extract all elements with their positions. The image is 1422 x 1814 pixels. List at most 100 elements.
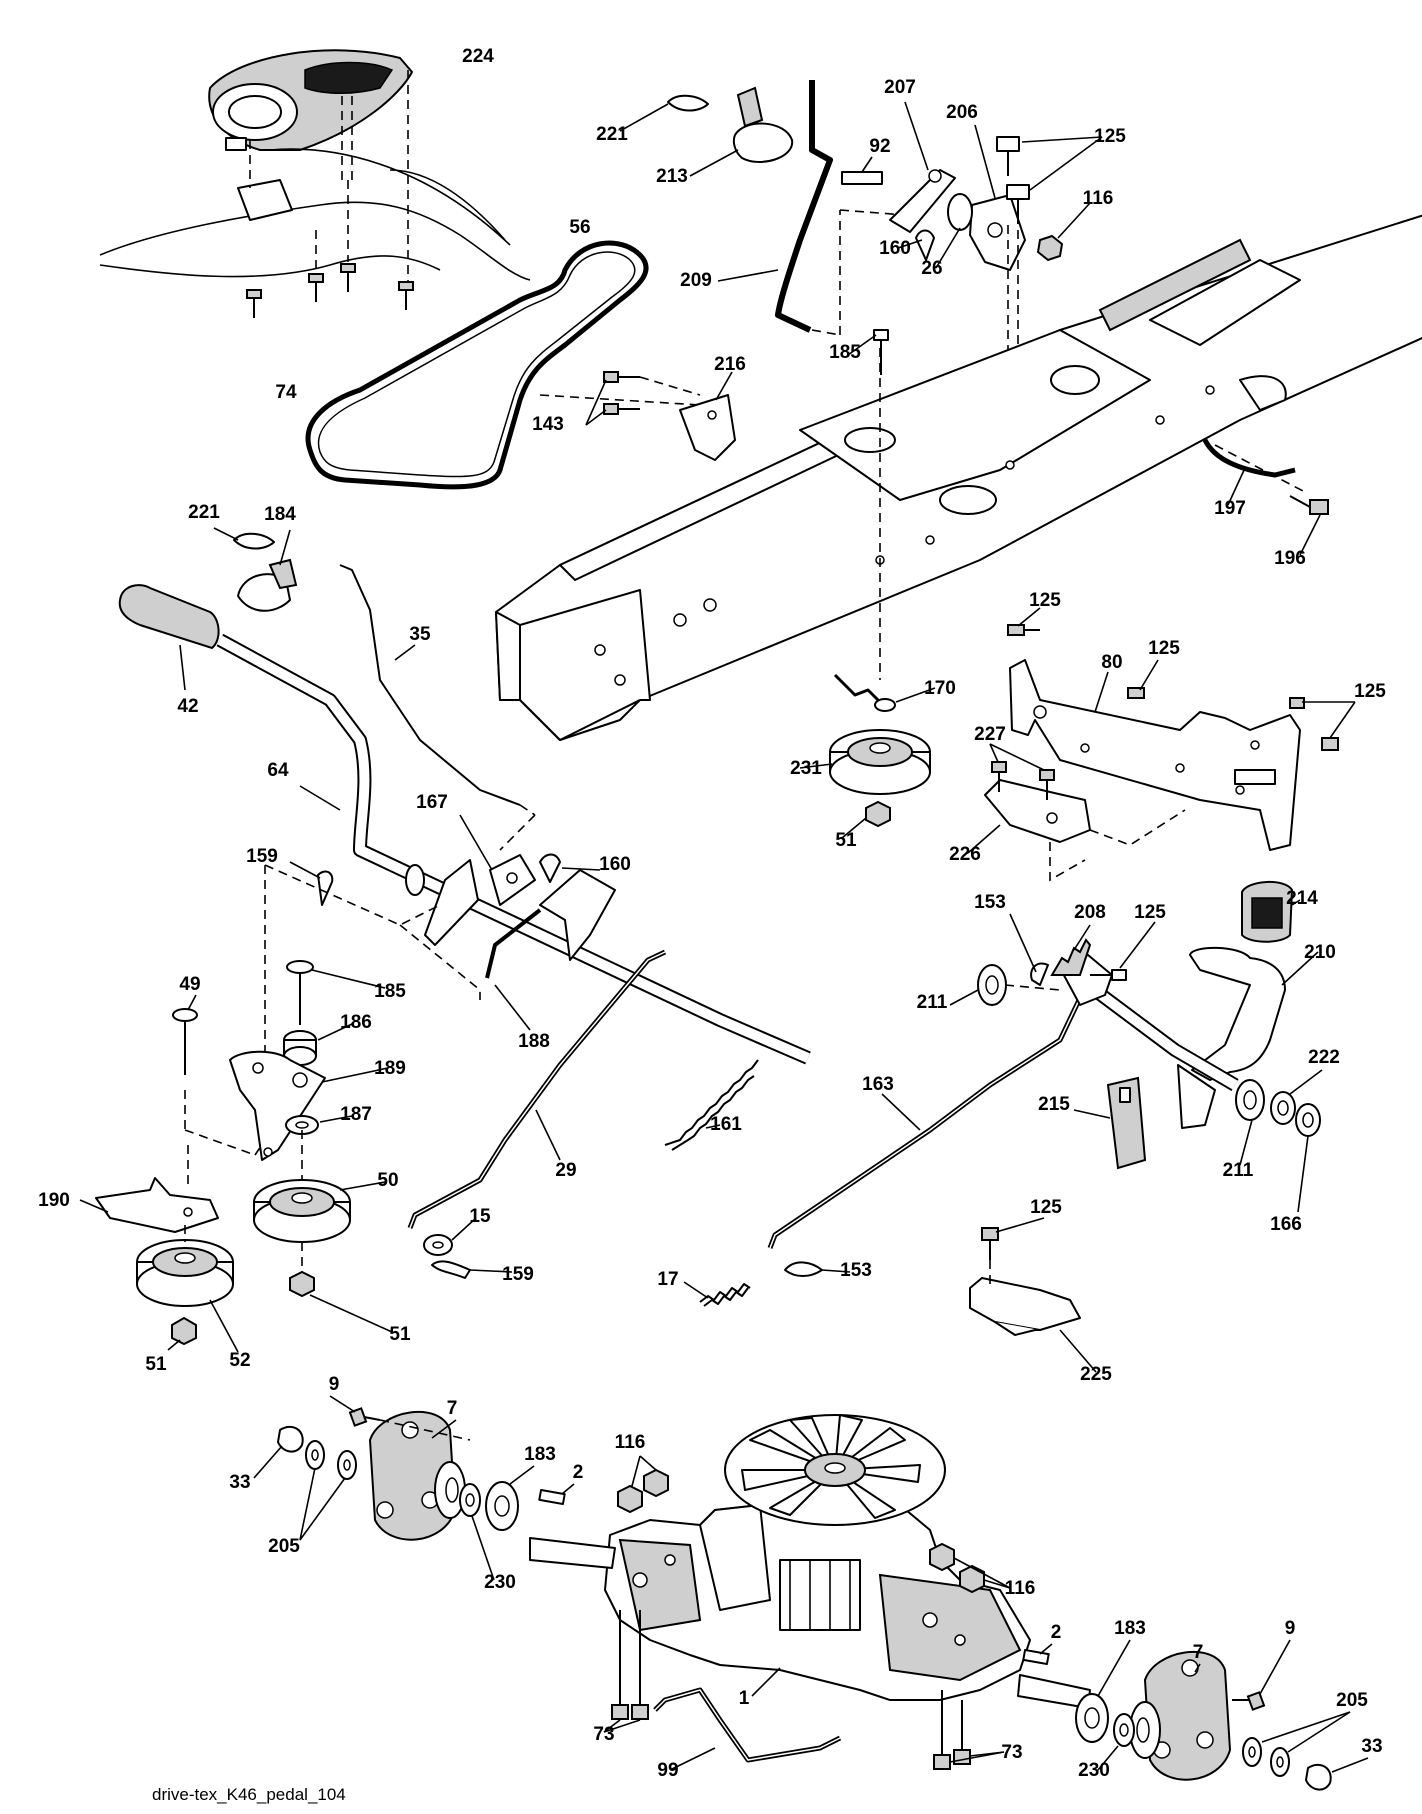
control-panel-cover bbox=[208, 49, 414, 151]
callout-17: 17 bbox=[657, 1269, 678, 1290]
cotter-159-left bbox=[289, 861, 334, 906]
cable-35 bbox=[339, 564, 536, 851]
diagram-caption: drive-tex_K46_pedal_104 bbox=[152, 1785, 346, 1804]
callout-230: 230 bbox=[484, 1572, 516, 1593]
clip-33-right bbox=[1305, 1757, 1369, 1791]
washers-205-right bbox=[1242, 1711, 1351, 1777]
spring-161 bbox=[664, 1059, 759, 1151]
transaxle-housing bbox=[604, 1499, 1031, 1701]
washer-230-right bbox=[1097, 1713, 1135, 1771]
callout-197: 197 bbox=[1214, 498, 1246, 519]
callout-116: 116 bbox=[615, 1432, 646, 1453]
nut-116-top bbox=[1036, 202, 1091, 262]
callout-42: 42 bbox=[177, 696, 198, 717]
grip-42 bbox=[118, 584, 220, 691]
clip-33-left bbox=[253, 1425, 304, 1479]
callout-211: 211 bbox=[917, 992, 948, 1013]
callout-160: 160 bbox=[599, 854, 631, 875]
bolt-49 bbox=[172, 994, 198, 1075]
callout-160: 160 bbox=[879, 238, 911, 259]
callout-166: 166 bbox=[1270, 1214, 1302, 1235]
pulley-231 bbox=[799, 729, 931, 795]
callout-33: 33 bbox=[1361, 1736, 1382, 1757]
callout-211: 211 bbox=[1223, 1160, 1254, 1181]
callout-190: 190 bbox=[38, 1190, 70, 1211]
callout-221: 221 bbox=[596, 124, 628, 145]
axle-left bbox=[529, 1483, 616, 1569]
callout-35: 35 bbox=[409, 624, 431, 645]
callout-214: 214 bbox=[1286, 888, 1318, 909]
rod-197 bbox=[1202, 438, 1306, 506]
bracket-225 bbox=[969, 1217, 1097, 1373]
clip-153-lower bbox=[784, 1261, 851, 1277]
callout-215: 215 bbox=[1038, 1094, 1070, 1115]
knob-184 bbox=[237, 529, 298, 612]
callout-167: 167 bbox=[416, 792, 448, 813]
callout-225: 225 bbox=[1080, 1364, 1112, 1385]
bolts-125-right bbox=[1007, 607, 1356, 751]
bracket-80 bbox=[1009, 659, 1301, 851]
pedal-arm-210 bbox=[1189, 946, 1319, 1081]
callout-184: 184 bbox=[264, 504, 296, 525]
bolts-143 bbox=[585, 371, 701, 426]
bolts-73-right bbox=[933, 1690, 1005, 1770]
callout-222: 222 bbox=[1308, 1047, 1340, 1068]
callout-227: 227 bbox=[974, 724, 1006, 745]
clip-221-top bbox=[619, 94, 709, 132]
bolt-196 bbox=[1289, 495, 1329, 556]
callout-125: 125 bbox=[1148, 638, 1180, 659]
bolts-73-left bbox=[603, 1610, 649, 1733]
axle-right bbox=[1017, 1643, 1091, 1709]
washer-222 bbox=[1270, 1069, 1323, 1125]
cooling-fan bbox=[724, 1414, 946, 1526]
callout-92: 92 bbox=[869, 136, 890, 157]
callout-159: 159 bbox=[502, 1264, 534, 1285]
callout-51: 51 bbox=[145, 1354, 167, 1375]
nut-51-mid bbox=[289, 1130, 393, 1333]
washer-166 bbox=[1295, 1103, 1321, 1213]
cotter-159-mid bbox=[431, 1260, 513, 1279]
callout-153: 153 bbox=[840, 1260, 872, 1281]
spring-208 bbox=[1050, 924, 1092, 976]
callout-50: 50 bbox=[377, 1170, 398, 1191]
cotter-160-top bbox=[897, 229, 935, 261]
callout-80: 80 bbox=[1101, 652, 1122, 673]
pulley-52 bbox=[136, 1225, 239, 1353]
callout-185: 185 bbox=[374, 981, 406, 1002]
clip-153-upper bbox=[1009, 913, 1049, 986]
callout-116: 116 bbox=[1083, 188, 1114, 209]
hub-7-right bbox=[1129, 1650, 1232, 1781]
bracket-206 bbox=[935, 124, 1026, 271]
callout-208: 208 bbox=[1074, 902, 1106, 923]
callout-51: 51 bbox=[389, 1324, 411, 1345]
bolt-125-pedal bbox=[1090, 921, 1156, 981]
rod-99 bbox=[653, 1687, 842, 1771]
callout-186: 186 bbox=[340, 1012, 372, 1033]
callout-163: 163 bbox=[862, 1074, 894, 1095]
pulley-50 bbox=[253, 1179, 386, 1243]
dashed-outline-left bbox=[184, 864, 481, 1156]
callout-99: 99 bbox=[657, 1760, 678, 1781]
rod-29 bbox=[407, 949, 667, 1229]
callout-205: 205 bbox=[1336, 1690, 1368, 1711]
bracket-188 bbox=[485, 869, 616, 1031]
callout-210: 210 bbox=[1304, 942, 1336, 963]
callout-116: 116 bbox=[1005, 1578, 1036, 1599]
callout-153: 153 bbox=[974, 892, 1006, 913]
washers-205-left bbox=[299, 1440, 357, 1541]
nut-51-right bbox=[841, 800, 891, 839]
callout-189: 189 bbox=[374, 1058, 406, 1079]
fender-body bbox=[99, 70, 531, 285]
plate-189 bbox=[229, 1050, 389, 1161]
callout-26: 26 bbox=[921, 258, 942, 279]
lever-rod-209 bbox=[717, 80, 906, 336]
callout-159: 159 bbox=[246, 846, 278, 867]
callout-125: 125 bbox=[1030, 1197, 1062, 1218]
callout-125: 125 bbox=[1029, 590, 1061, 611]
callout-73: 73 bbox=[1001, 1742, 1022, 1763]
bushing-211-left bbox=[949, 964, 1061, 1006]
callout-29: 29 bbox=[555, 1160, 576, 1181]
spacer-183-right bbox=[1075, 1639, 1131, 1743]
